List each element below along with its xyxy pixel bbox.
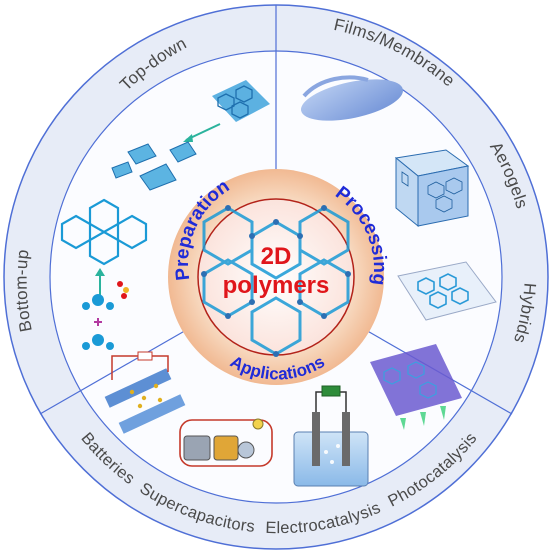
divider-left [39, 324, 196, 415]
arrow-head-icon [183, 134, 193, 142]
network-nodes [201, 205, 351, 357]
membrane-film-icon [300, 75, 404, 121]
battery-device-icon [104, 351, 186, 434]
supercapacitor-circuit-icon [179, 418, 273, 467]
photocatalysis-sheet-icon [370, 344, 462, 430]
aerogel-cube-icon [394, 149, 470, 228]
center-title-line1: 2D [261, 243, 292, 270]
exfoliated-flakes-icon [111, 141, 197, 191]
polymer-sheet-icon [212, 80, 270, 122]
center-title-line2: polymers [223, 272, 330, 299]
label-bottom-up: Bottom-up [12, 248, 36, 333]
electrolysis-cell-icon [293, 385, 369, 487]
hybrid-sheet-icon [397, 261, 497, 321]
monomer-assembly-icon [60, 198, 148, 350]
